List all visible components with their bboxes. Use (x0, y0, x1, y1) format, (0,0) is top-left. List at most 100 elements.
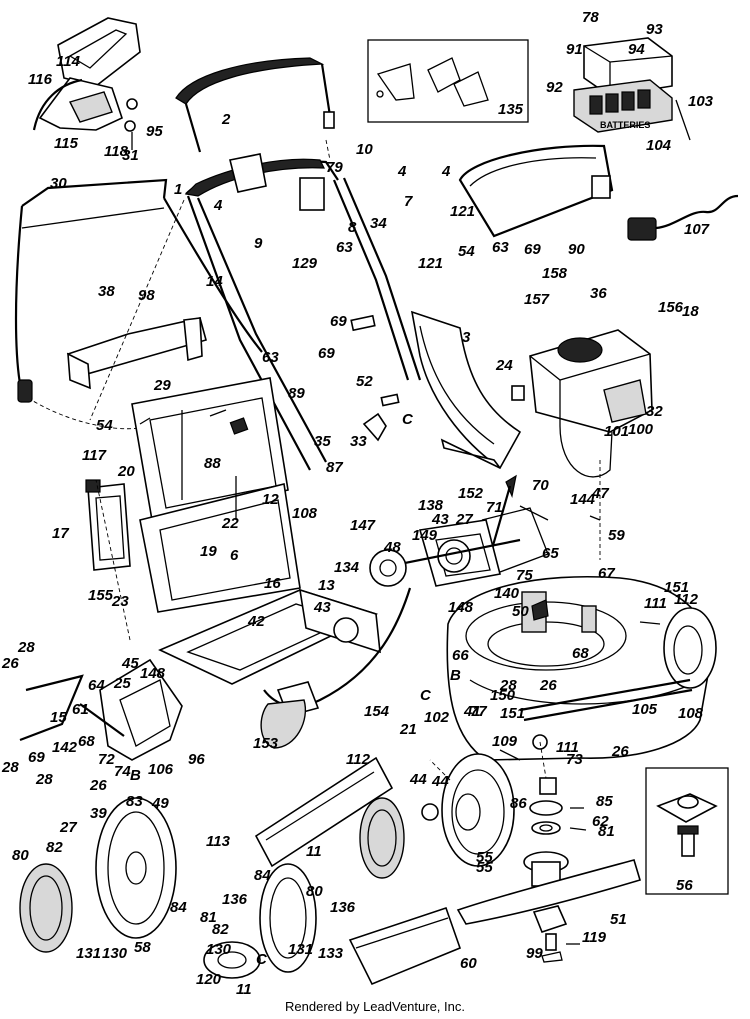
callout-24: 24 (495, 357, 513, 374)
callout-9: 9 (254, 235, 263, 252)
callout-114: 114 (56, 53, 81, 70)
callout-112: 112 (346, 751, 371, 768)
callout-52: 52 (356, 373, 373, 390)
callout-C: C (420, 687, 432, 704)
callout-29: 29 (153, 377, 171, 394)
callout-55: 55 (476, 859, 493, 876)
callout-70: 70 (532, 477, 549, 494)
callout-121: 121 (418, 255, 443, 272)
callout-79: 79 (326, 159, 343, 176)
callout-8: 8 (348, 219, 357, 236)
callout-147: 147 (350, 517, 376, 534)
callout-17: 17 (52, 525, 69, 542)
callout-66: 66 (452, 647, 469, 664)
callout-144: 144 (570, 491, 596, 508)
callout-51: 51 (610, 911, 627, 928)
callout-133: 133 (318, 945, 344, 962)
callout-71: 71 (486, 499, 503, 516)
callout-89: 89 (288, 385, 305, 402)
callout-158: 158 (542, 265, 568, 282)
callout-47: 47 (591, 485, 609, 502)
callout-26: 26 (611, 743, 629, 760)
callout-111: 111 (644, 595, 667, 612)
callout-120: 120 (196, 971, 222, 988)
callout-88: 88 (204, 455, 221, 472)
callout-138: 138 (418, 497, 444, 514)
callout-4: 4 (213, 197, 223, 214)
callout-153: 153 (253, 735, 279, 752)
callout-134: 134 (334, 559, 360, 576)
callout-84: 84 (170, 899, 187, 916)
callout-64: 64 (88, 677, 105, 694)
callout-30: 30 (50, 175, 67, 192)
callout-113: 113 (206, 833, 231, 850)
callout-111: 111 (556, 739, 579, 756)
callout-112: 112 (674, 591, 699, 608)
callout-95: 95 (146, 123, 163, 140)
callout-63: 63 (492, 239, 509, 256)
callout-32: 32 (646, 403, 663, 420)
callout-11: 11 (306, 843, 322, 860)
callout-104: 104 (646, 137, 672, 154)
callout-119: 119 (582, 929, 607, 946)
callout-B: B (450, 667, 461, 684)
callout-44: 44 (431, 773, 449, 790)
callout-28: 28 (1, 759, 19, 776)
callout-55: 55 (476, 849, 493, 866)
callout-151: 151 (664, 579, 689, 596)
callout-129: 129 (292, 255, 318, 272)
callout-42: 42 (247, 613, 265, 630)
callout-78: 78 (582, 9, 599, 26)
callout-117: 117 (82, 447, 107, 464)
callout-154: 154 (364, 703, 390, 720)
callout-92: 92 (546, 79, 563, 96)
callout-80: 80 (12, 847, 29, 864)
callout-155: 155 (88, 587, 114, 604)
callout-151: 151 (500, 705, 525, 722)
callout-43: 43 (431, 511, 449, 528)
callout-69: 69 (318, 345, 335, 362)
callout-33: 33 (350, 433, 367, 450)
callout-49: 49 (151, 795, 169, 812)
callout-15: 15 (50, 709, 67, 726)
callout-39: 39 (90, 805, 107, 822)
callout-131: 131 (288, 941, 313, 958)
callout-80: 80 (306, 883, 323, 900)
callout-68: 68 (78, 733, 95, 750)
callout-22: 22 (221, 515, 239, 532)
callout-14: 14 (206, 273, 223, 290)
callout-108: 108 (292, 505, 318, 522)
callout-83: 83 (126, 793, 143, 810)
callout-16: 16 (264, 575, 281, 592)
callout-118: 118 (104, 143, 129, 160)
callout-1: 1 (174, 181, 182, 198)
callout-85: 85 (596, 793, 613, 810)
callout-94: 94 (628, 41, 645, 58)
callout-20: 20 (117, 463, 135, 480)
callout-C: C (402, 411, 414, 428)
callout-C: C (256, 951, 268, 968)
callout-115: 115 (54, 135, 79, 152)
callout-84: 84 (254, 867, 271, 884)
callout-B: B (130, 767, 141, 784)
callout-130: 130 (206, 941, 232, 958)
callout-74: 74 (114, 763, 131, 780)
callout-73: 73 (566, 751, 583, 768)
callout-82: 82 (46, 839, 63, 856)
callout-61: 61 (72, 701, 89, 718)
callout-54: 54 (96, 417, 113, 434)
callout-69: 69 (524, 241, 541, 258)
callout-23: 23 (111, 593, 129, 610)
callout-81: 81 (200, 909, 217, 926)
callout-106: 106 (148, 761, 174, 778)
callout-108: 108 (678, 705, 704, 722)
callout-45: 45 (121, 655, 139, 672)
callout-58: 58 (134, 939, 151, 956)
callout-101: 101 (604, 423, 629, 440)
callout-63: 63 (336, 239, 353, 256)
callout-149: 149 (412, 527, 438, 544)
callout-4: 4 (441, 163, 451, 180)
callout-130: 130 (102, 945, 128, 962)
callout-21: 21 (399, 721, 417, 738)
